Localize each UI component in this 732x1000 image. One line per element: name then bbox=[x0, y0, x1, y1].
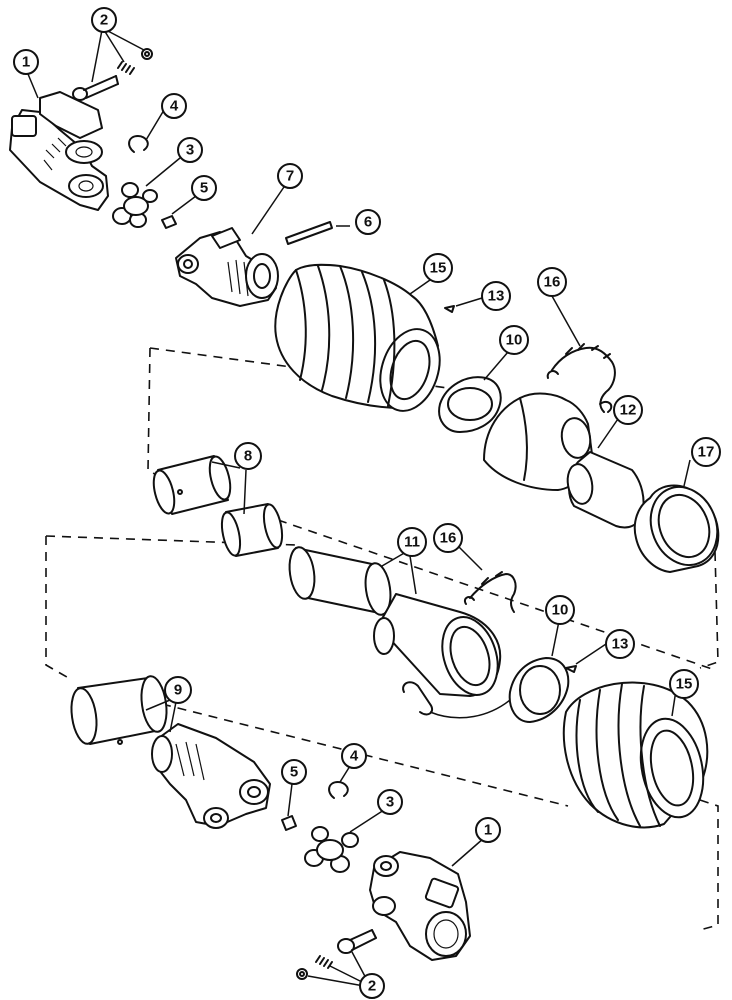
callout-label: 2 bbox=[368, 978, 376, 995]
bolt-top bbox=[72, 75, 119, 101]
washer-top bbox=[141, 48, 153, 60]
callout-label: 17 bbox=[698, 444, 715, 461]
callout-label: 5 bbox=[200, 180, 208, 197]
callout-15-lower: 15 bbox=[669, 669, 699, 699]
callout-3-top: 3 bbox=[177, 137, 203, 163]
callout-10-top: 10 bbox=[499, 325, 529, 355]
callout-4-lower: 4 bbox=[341, 743, 367, 769]
retaining-clip bbox=[402, 681, 511, 719]
callout-3-lower: 3 bbox=[377, 789, 403, 815]
callout-13-lower: 13 bbox=[605, 629, 635, 659]
callout-label: 1 bbox=[484, 822, 492, 839]
callout-1-lower: 1 bbox=[475, 817, 501, 843]
callout-label: 3 bbox=[386, 794, 394, 811]
roll-pin bbox=[285, 221, 333, 245]
callout-label: 1 bbox=[22, 54, 30, 71]
grease-fitting-lower bbox=[281, 815, 297, 831]
safety-chain-lower bbox=[464, 571, 517, 613]
callout-11: 11 bbox=[397, 527, 427, 557]
bolt-lower bbox=[337, 929, 377, 954]
callout-label: 3 bbox=[186, 142, 194, 159]
yoke-top bbox=[9, 91, 109, 211]
callout-5-top: 5 bbox=[191, 175, 217, 201]
shield-boot-lower bbox=[562, 681, 709, 829]
callout-label: 5 bbox=[290, 764, 298, 781]
callout-2-lower: 2 bbox=[359, 973, 385, 999]
callout-1-top: 1 bbox=[13, 49, 39, 75]
callout-12: 12 bbox=[613, 395, 643, 425]
callout-label: 9 bbox=[174, 682, 182, 699]
callout-label: 13 bbox=[488, 288, 505, 305]
callout-4-top: 4 bbox=[161, 93, 187, 119]
circlip-top bbox=[128, 135, 149, 153]
callout-16-top: 16 bbox=[537, 267, 567, 297]
shield-boot-top bbox=[274, 263, 441, 412]
screw-top bbox=[444, 305, 455, 313]
callout-label: 10 bbox=[552, 602, 569, 619]
outer-tube-11a bbox=[288, 546, 392, 616]
callout-label: 11 bbox=[404, 534, 420, 551]
callout-label: 4 bbox=[350, 748, 359, 765]
outer-tube-11b bbox=[373, 593, 502, 697]
callout-label: 10 bbox=[506, 332, 523, 349]
grease-fitting-top bbox=[161, 215, 177, 229]
washer-lower bbox=[296, 968, 308, 980]
callout-9: 9 bbox=[164, 676, 192, 704]
screw-lower bbox=[565, 665, 577, 673]
callout-label: 15 bbox=[676, 676, 693, 693]
safety-chain-top bbox=[546, 343, 616, 413]
cross-bearing-lower bbox=[304, 826, 359, 873]
callout-5-lower: 5 bbox=[281, 759, 307, 785]
spring-top bbox=[117, 61, 135, 75]
callout-label: 8 bbox=[244, 448, 252, 465]
inner-tube-8a bbox=[152, 455, 232, 515]
callout-16-lower: 16 bbox=[433, 523, 463, 553]
yoke-shaft-7 bbox=[175, 227, 279, 307]
cross-bearing-top bbox=[112, 182, 158, 228]
bearing-ring-top bbox=[438, 376, 502, 433]
yoke-shaft-9 bbox=[151, 723, 271, 829]
callout-15-top: 15 bbox=[423, 253, 453, 283]
callout-label: 2 bbox=[100, 12, 108, 29]
callout-17: 17 bbox=[691, 437, 721, 467]
callout-label: 12 bbox=[620, 402, 637, 419]
callout-2-top: 2 bbox=[91, 7, 117, 33]
spring-lower bbox=[315, 955, 333, 969]
callout-label: 7 bbox=[286, 168, 294, 185]
callout-7: 7 bbox=[277, 163, 303, 189]
callout-label: 16 bbox=[440, 530, 457, 547]
bearing-ring-lower bbox=[508, 657, 570, 723]
callout-label: 4 bbox=[170, 98, 179, 115]
circlip-lower bbox=[328, 781, 349, 799]
callout-label: 15 bbox=[430, 260, 447, 277]
yoke-lower bbox=[369, 851, 471, 961]
shield-tube-12 bbox=[566, 451, 645, 529]
callout-label: 6 bbox=[364, 214, 372, 231]
callout-label: 16 bbox=[544, 274, 561, 291]
callout-6: 6 bbox=[355, 209, 381, 235]
shield-cone bbox=[483, 392, 593, 491]
inner-tube-8b bbox=[220, 503, 284, 557]
callout-10-lower: 10 bbox=[545, 595, 575, 625]
callout-label: 13 bbox=[612, 636, 629, 653]
shield-ring-17 bbox=[633, 484, 720, 573]
inner-tube-9 bbox=[70, 675, 168, 745]
callout-13-top: 13 bbox=[481, 281, 511, 311]
callout-8: 8 bbox=[234, 442, 262, 470]
